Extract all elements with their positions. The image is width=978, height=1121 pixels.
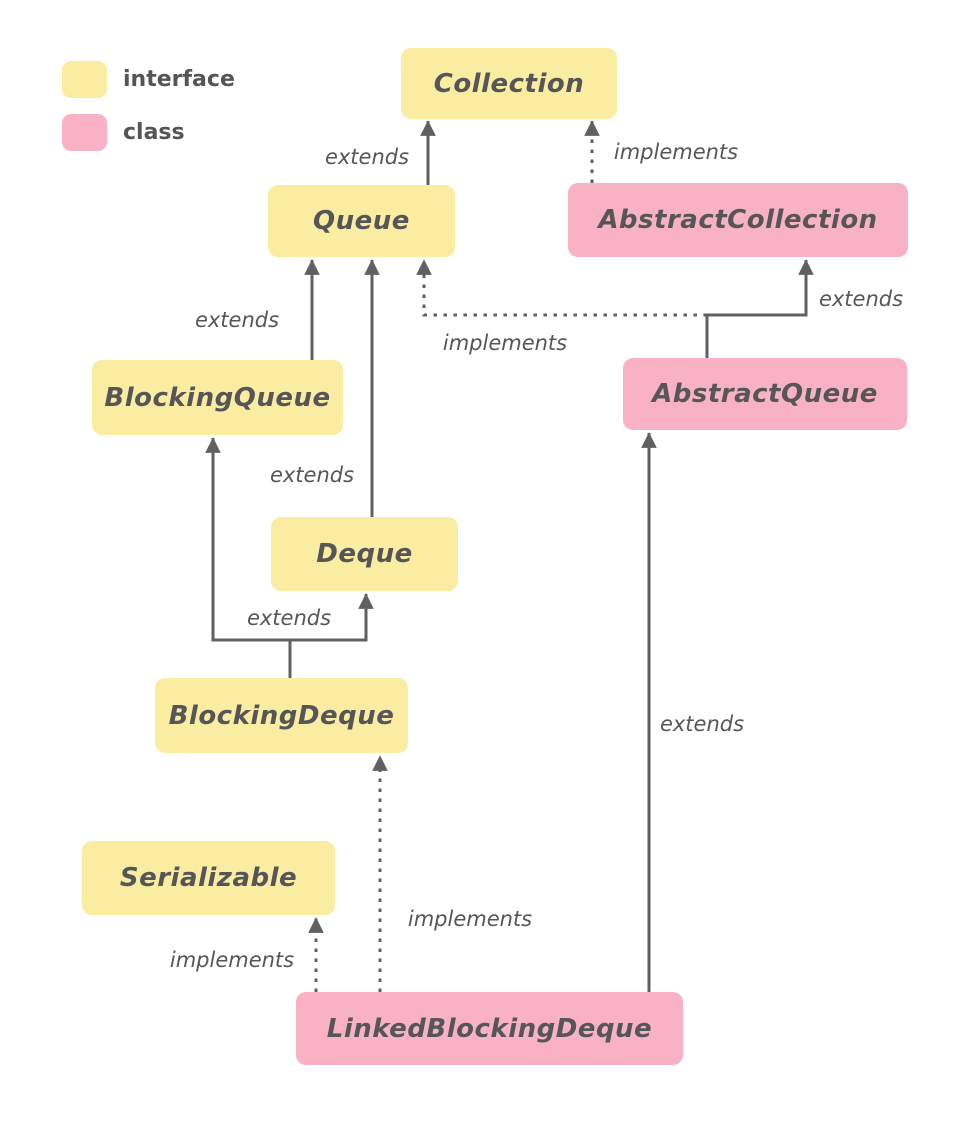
legend-item-class: class	[62, 114, 235, 151]
edge-blockingdeque-extends-deque	[288, 593, 374, 678]
edge-label-linkedblockingdeque-implements-blockingdeque: implements	[407, 907, 533, 931]
edge-group	[205, 120, 814, 992]
edge-abstractqueue-extends-abstractcollection	[705, 259, 814, 358]
edge-label-queue-extends-collection: extends	[324, 145, 410, 169]
node-linked-blocking-deque: LinkedBlockingDeque	[296, 992, 683, 1065]
interface-color-swatch	[62, 61, 107, 98]
class-color-swatch	[62, 114, 107, 151]
edge-label-blockingqueue-extends-queue: extends	[194, 308, 280, 332]
edge-abstractqueue-implements-queue	[416, 259, 707, 317]
node-queue: Queue	[268, 185, 455, 257]
edge-label-abstractqueue-extends-abstractcollection: extends	[818, 287, 904, 311]
legend-label-class: class	[123, 120, 185, 145]
edge-label-deque-extends-queue: extends	[269, 463, 355, 487]
node-blocking-queue: BlockingQueue	[92, 360, 343, 435]
edge-label-linkedblockingdeque-implements-serializable: implements	[169, 948, 295, 972]
node-abstract-collection: AbstractCollection	[568, 183, 908, 257]
legend-label-interface: interface	[123, 67, 235, 92]
node-abstract-queue: AbstractQueue	[623, 358, 907, 430]
node-serializable: Serializable	[82, 841, 335, 915]
legend-item-interface: interface	[62, 61, 235, 98]
node-deque: Deque	[271, 517, 458, 591]
legend: interface class	[62, 61, 235, 167]
node-collection: Collection	[401, 48, 617, 119]
node-blocking-deque: BlockingDeque	[155, 678, 408, 753]
edge-label-abstractqueue-implements-queue: implements	[442, 331, 568, 355]
edge-label-linkedblockingdeque-extends-abstractqueue: extends	[659, 712, 745, 736]
edge-label-blockingdeque-extends-blockingqueue: extends	[246, 606, 332, 630]
edge-label-abstractcollection-implements-collection: implements	[613, 140, 739, 164]
